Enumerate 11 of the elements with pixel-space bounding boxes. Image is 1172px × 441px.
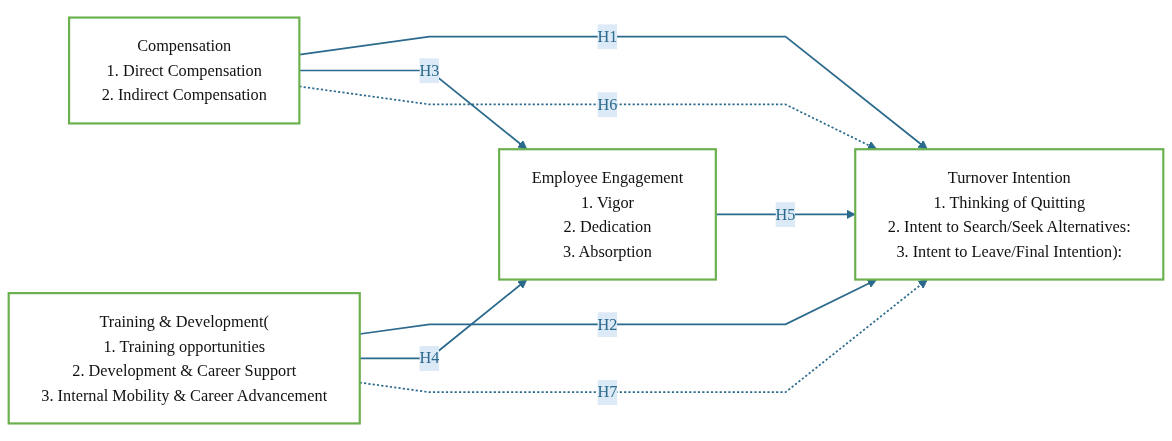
edge-label: H7 (597, 383, 618, 401)
edge-label: H5 (775, 205, 796, 223)
edge-label: H4 (419, 349, 440, 367)
node-box: Turnover Intention 1. Thinking of Quitting 2. Intent to Search/Seek Alternatives: 3. Intent to Leave/Final Intention): (854, 148, 1165, 281)
edge-label: H1 (597, 27, 618, 45)
edge-label: H3 (419, 61, 440, 79)
node-box: Training & Development( 1. Training opportunities 2. Development & Career Support 3. Internal Mobility & Career Advancement (7, 292, 361, 425)
node-box: Compensation 1. Direct Compensation 2. Indirect Compensation (68, 16, 301, 125)
edge-label: H2 (597, 315, 618, 333)
node-box: Employee Engagement 1. Vigor 2. Dedication 3. Absorption (498, 148, 717, 281)
edge-label: H6 (597, 95, 618, 113)
